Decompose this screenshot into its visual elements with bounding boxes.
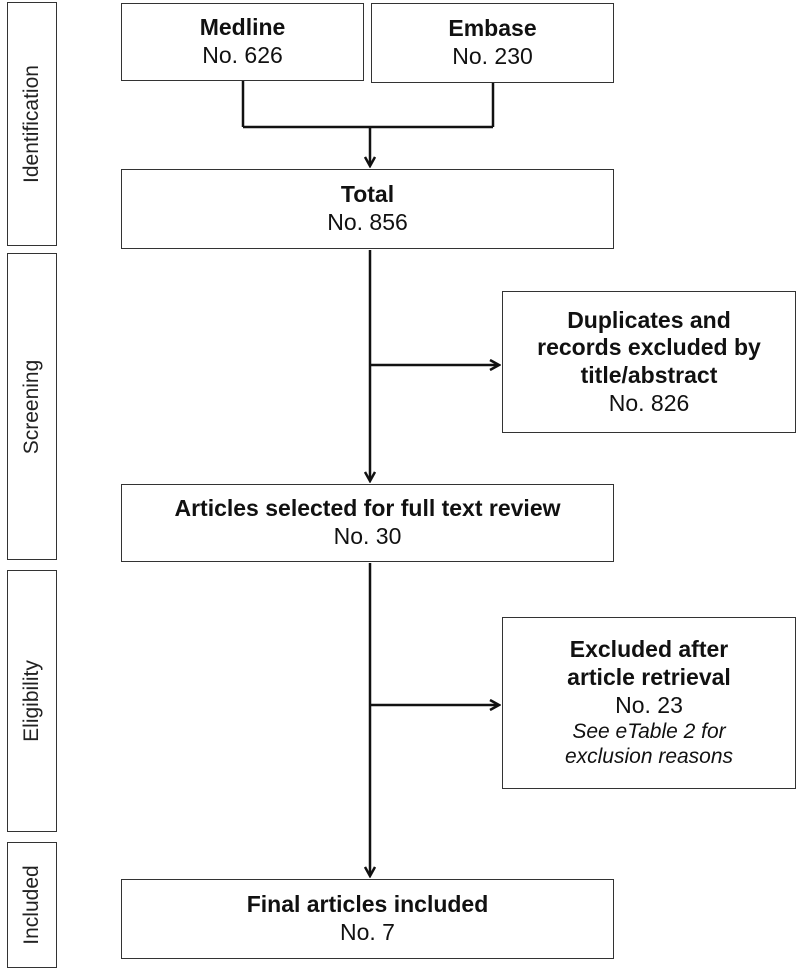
medline-box: Medline No. 626 (121, 3, 364, 81)
excluded-after-retrieval-box: Excluded after article retrieval No. 23 … (502, 617, 796, 789)
excluded-title-line1: Excluded after (569, 636, 729, 663)
medline-count: No. 626 (202, 42, 283, 68)
embase-count: No. 230 (452, 43, 533, 69)
final-included-box: Final articles included No. 7 (121, 879, 614, 959)
stage-screening: Screening (7, 253, 57, 560)
stage-identification: Identification (7, 2, 57, 246)
excluded-note-line2: exclusion reasons (564, 745, 734, 769)
total-title: Total (340, 181, 395, 208)
duplicates-count: No. 826 (608, 389, 690, 416)
embase-box: Embase No. 230 (371, 3, 614, 83)
total-box: Total No. 856 (121, 169, 614, 249)
duplicates-excluded-box: Duplicates and records excluded by title… (502, 291, 796, 433)
full-text-review-box: Articles selected for full text review N… (121, 484, 614, 562)
final-count: No. 7 (340, 919, 395, 945)
final-title: Final articles included (246, 891, 489, 918)
stage-eligibility: Eligibility (7, 570, 57, 832)
excluded-note-line1: See eTable 2 for (572, 720, 726, 744)
full-text-count: No. 30 (333, 523, 402, 549)
medline-title: Medline (199, 14, 286, 41)
duplicates-title-line2: records excluded by (537, 334, 761, 361)
duplicates-title-line1: Duplicates and (567, 306, 731, 333)
duplicates-title-line3: title/abstract (580, 362, 718, 388)
excluded-title-line2: article retrieval (567, 664, 731, 691)
excluded-count: No. 23 (615, 691, 683, 718)
full-text-title: Articles selected for full text review (174, 495, 561, 522)
stage-included: Included (7, 842, 57, 968)
total-count: No. 856 (327, 209, 408, 235)
embase-title: Embase (448, 15, 537, 42)
